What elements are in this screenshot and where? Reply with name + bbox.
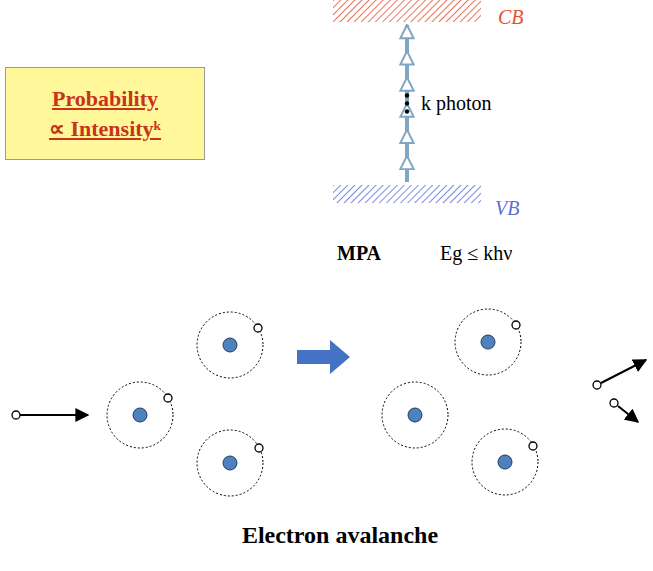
condition-label: Eg ≤ khν [440,242,512,265]
edge-label: k photon [421,92,492,115]
band-hatch [333,0,481,22]
band-label: CB [498,6,524,29]
atom [197,430,263,496]
photon-group [405,25,409,182]
ellipsis-dot [405,109,409,113]
ejected-electron [610,399,638,422]
atom [382,382,448,448]
valence-band: VB [333,185,481,203]
atom [455,309,521,375]
transition-arrow [297,340,350,374]
conduction-band: CB [333,0,481,22]
atom [472,429,538,495]
band-label: VB [495,197,519,220]
formula-text: Probability ∝ Intensityᵏ [14,84,196,143]
caption-label: Electron avalanche [242,522,438,549]
ejected-electron [593,360,646,389]
band-hatch [333,185,481,203]
ellipsis-dot [405,101,409,105]
photon-arrow [405,25,409,182]
atom [197,312,263,378]
mechanism-label: MPA [337,242,381,265]
atom [107,382,173,448]
ellipsis-dot [405,93,409,97]
incoming-electron [12,411,88,419]
formula-box: Probability ∝ Intensityᵏ [5,67,205,160]
